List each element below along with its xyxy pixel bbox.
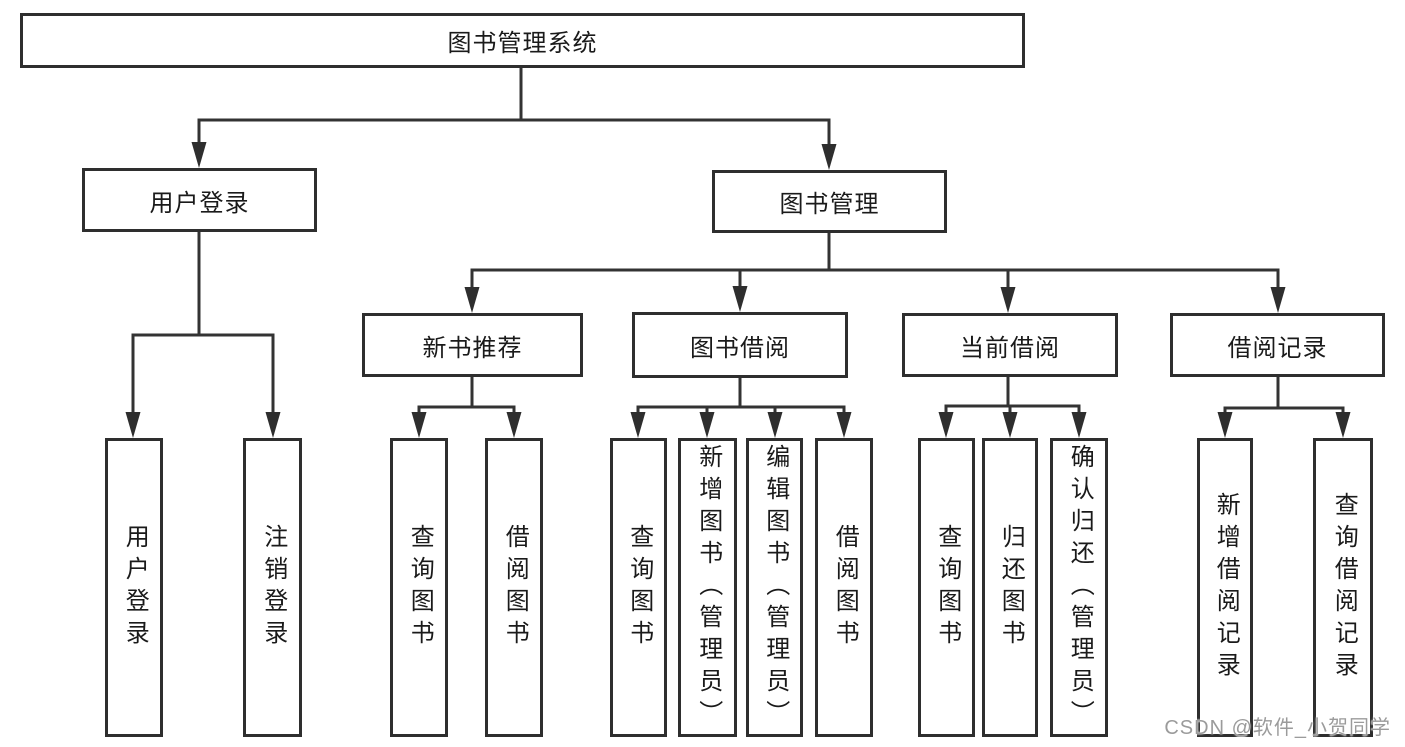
arrowhead-leaf-login [125, 412, 141, 438]
node-user-login-label: 用户登录 [149, 189, 250, 217]
arrowhead-c4 [836, 412, 852, 438]
leaf-confirm-return-admin-label: 确认归还（管理员） [1066, 443, 1094, 732]
arrowhead-e1 [1217, 412, 1233, 438]
leaf-return-books: 归还图书 [982, 438, 1038, 737]
node-borrowing-records-label: 借阅记录 [1227, 334, 1328, 362]
leaf-edit-books-admin: 编辑图书（管理员） [746, 438, 803, 737]
leaf-borrowing-borrow-books-label: 借阅图书 [831, 523, 859, 652]
leaf-borrowing-query-books: 查询图书 [610, 438, 667, 737]
leaf-confirm-return-admin: 确认归还（管理员） [1050, 438, 1108, 737]
leaf-recommend-borrow-books: 借阅图书 [485, 438, 543, 737]
arrowhead-c1 [630, 412, 646, 438]
node-new-book-recommendation-label: 新书推荐 [422, 334, 523, 362]
arrowhead-borrowing [732, 286, 748, 312]
leaf-logout: 注销登录 [243, 438, 302, 737]
arrowhead-records [1270, 287, 1286, 313]
leaf-return-books-label: 归还图书 [997, 523, 1025, 652]
leaf-user-login: 用户登录 [105, 438, 163, 737]
arrowhead-d2 [1002, 412, 1018, 438]
leaf-current-query-books-label: 查询图书 [933, 523, 961, 652]
node-library-management-system: 图书管理系统 [20, 13, 1025, 68]
node-library-management-system-label: 图书管理系统 [447, 30, 598, 57]
leaf-borrowing-borrow-books: 借阅图书 [815, 438, 873, 737]
leaf-add-books-admin: 新增图书（管理员） [678, 438, 737, 737]
arrowhead-c3 [767, 412, 783, 438]
node-current-borrowing-label: 当前借阅 [960, 334, 1060, 362]
node-book-management: 图书管理 [712, 170, 947, 233]
leaf-recommend-query-books: 查询图书 [390, 438, 448, 737]
arrowhead-book-mgmt [821, 144, 837, 170]
leaf-borrowing-query-books-label: 查询图书 [625, 523, 653, 652]
arrowhead-b2 [506, 412, 522, 438]
leaf-recommend-borrow-books-label: 借阅图书 [501, 523, 529, 652]
leaf-logout-label: 注销登录 [259, 523, 287, 652]
arrowhead-d1 [938, 412, 954, 438]
arrowhead-c2 [699, 412, 715, 438]
node-book-borrowing-label: 图书借阅 [690, 334, 790, 362]
leaf-query-borrow-record-label: 查询借阅记录 [1330, 491, 1358, 684]
leaf-edit-books-admin-label: 编辑图书（管理员） [761, 443, 789, 732]
arrowhead-current [1000, 287, 1016, 313]
leaf-add-borrow-record: 新增借阅记录 [1197, 438, 1253, 737]
arrowhead-leaf-logout [265, 412, 281, 438]
arrowhead-b1 [411, 412, 427, 438]
node-new-book-recommendation: 新书推荐 [362, 313, 583, 377]
node-book-borrowing: 图书借阅 [632, 312, 848, 378]
csdn-watermark: CSDN @软件_小贺同学 [1164, 717, 1391, 739]
leaf-query-borrow-record: 查询借阅记录 [1313, 438, 1373, 737]
node-borrowing-records: 借阅记录 [1170, 313, 1385, 377]
arrowhead-recommend [464, 287, 480, 313]
leaf-add-books-admin-label: 新增图书（管理员） [694, 443, 722, 732]
leaf-recommend-query-books-label: 查询图书 [406, 523, 434, 652]
arrowhead-user-login [191, 142, 207, 168]
arrowhead-e2 [1335, 412, 1351, 438]
leaf-user-login-label: 用户登录 [121, 523, 149, 652]
arrowhead-d3 [1071, 412, 1087, 438]
node-current-borrowing: 当前借阅 [902, 313, 1118, 377]
node-book-management-label: 图书管理 [779, 191, 880, 218]
leaf-add-borrow-record-label: 新增借阅记录 [1212, 491, 1240, 684]
node-user-login: 用户登录 [82, 168, 317, 232]
leaf-current-query-books: 查询图书 [918, 438, 975, 737]
